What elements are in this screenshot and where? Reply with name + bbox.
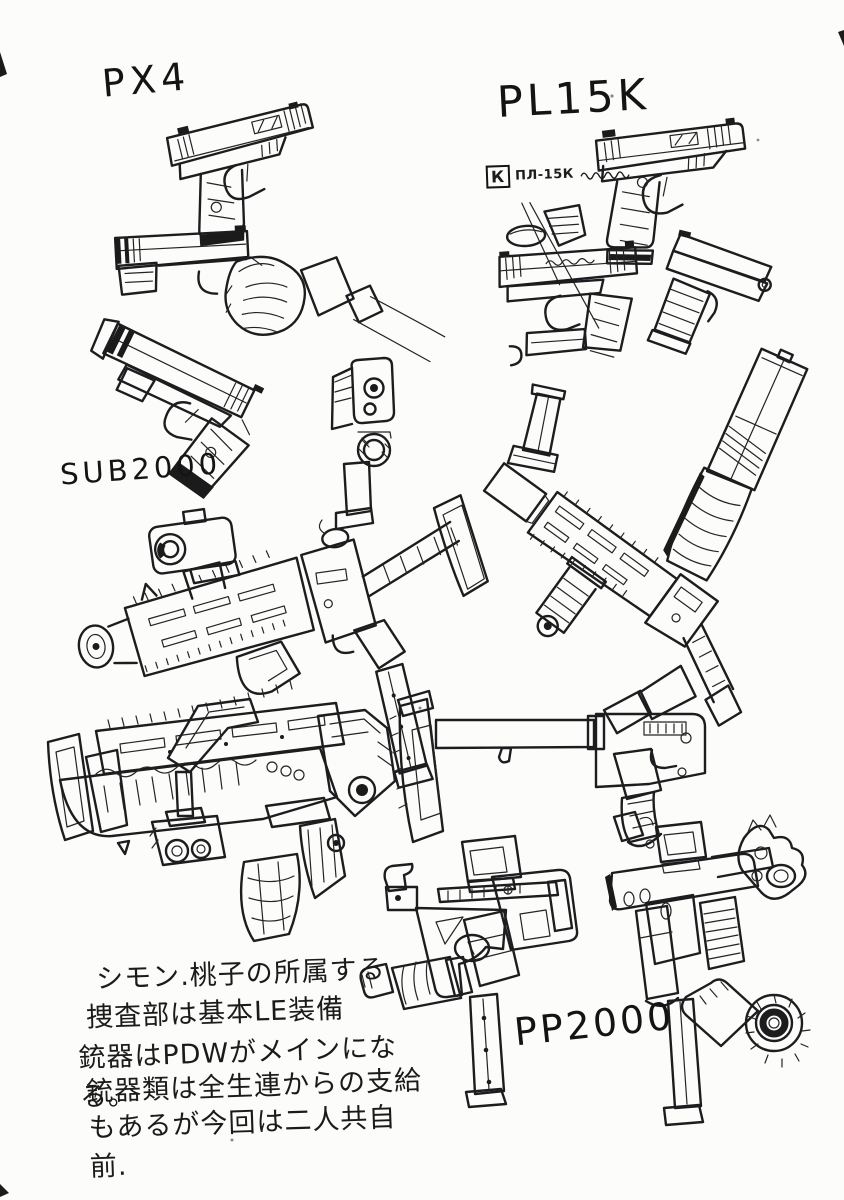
annotation-model-text: ПЛ-15К — [514, 166, 575, 184]
pistol-magazine-sketch — [506, 383, 567, 474]
label-pl15k: PL15K — [495, 70, 652, 128]
page-smudges — [0, 30, 844, 1197]
note-line: もあるが今回は二人共自前. — [87, 1102, 397, 1183]
pp2000-front-quarter-sketch — [605, 810, 811, 1127]
pl15k-field-strip-sketch — [498, 201, 639, 367]
illegible-scribble — [580, 170, 630, 180]
pl15k-rear-quarter-sketch — [646, 229, 773, 356]
kalashnikov-logo-icon: К — [485, 164, 511, 189]
px4-pistol-side-sketch — [165, 101, 315, 247]
pl15k-top-view-sketch — [663, 347, 809, 582]
pl15k-annotation: К ПЛ-15К — [485, 160, 638, 189]
sub2000-pdw-sketch — [77, 494, 489, 789]
pp2000-side-sketch — [359, 834, 579, 1109]
px4-two-hand-grip-sketch — [113, 225, 446, 363]
pistol-muzzle-front-sketch — [318, 356, 396, 534]
pdw-suppressed-diagonal-sketch — [482, 462, 743, 735]
pl15k-pistol-side-sketch — [594, 117, 747, 266]
pdw-stock-assembly-sketch — [389, 689, 707, 848]
label-px4: PX4 — [100, 54, 192, 106]
px4-pistol-tilted-sketch — [90, 318, 265, 499]
sub2000-front-quarter-sketch — [46, 680, 397, 943]
